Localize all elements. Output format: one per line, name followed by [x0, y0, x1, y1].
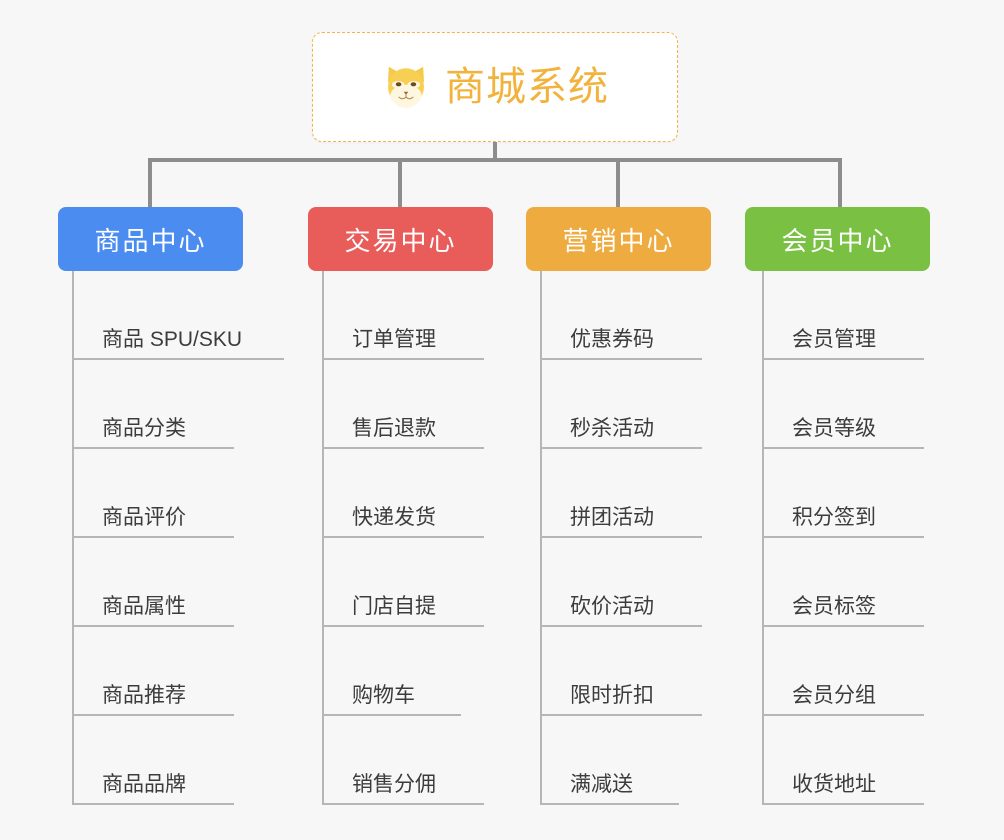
leaf-label: 优惠券码 [570, 327, 654, 351]
leaf-label: 会员等级 [792, 416, 876, 440]
leaf-label: 限时折扣 [570, 683, 654, 707]
leaf-label: 商品属性 [102, 594, 186, 618]
leaf-item[interactable]: 快递发货 [324, 449, 484, 538]
branch-spine-trade-center [322, 271, 324, 805]
leaf-item[interactable]: 会员等级 [764, 360, 924, 449]
root-title: 商城系统 [445, 65, 609, 109]
root-node[interactable]: 商城系统 [312, 32, 678, 142]
leaf-item[interactable]: 满减送 [542, 716, 679, 805]
category-label: 交易中心 [344, 225, 457, 256]
leaf-item[interactable]: 门店自提 [324, 538, 484, 627]
leaf-item[interactable]: 商品品牌 [74, 716, 234, 805]
branch-spine-product-center [72, 271, 74, 805]
shiba-dog-face-icon [388, 66, 424, 109]
connector-horizontal-bus [150, 158, 840, 162]
leaf-item[interactable]: 商品 SPU/SKU [74, 271, 284, 360]
leaf-label: 商品推荐 [102, 683, 186, 707]
leaf-label: 收货地址 [792, 772, 876, 796]
connector-root-stem [493, 142, 497, 162]
leaf-label: 门店自提 [352, 594, 436, 618]
connector-drop-marketing-center [616, 158, 620, 207]
category-label: 商品中心 [94, 225, 207, 256]
leaf-label: 拼团活动 [570, 505, 654, 529]
leaf-item[interactable]: 拼团活动 [542, 449, 702, 538]
leaf-label: 商品品牌 [102, 772, 186, 796]
leaf-label: 会员管理 [792, 327, 876, 351]
leaf-item[interactable]: 秒杀活动 [542, 360, 702, 449]
leaf-item[interactable]: 收货地址 [764, 716, 924, 805]
leaf-label: 购物车 [352, 683, 415, 707]
leaf-item[interactable]: 商品推荐 [74, 627, 234, 716]
leaf-item[interactable]: 商品属性 [74, 538, 234, 627]
branch-spine-marketing-center [540, 271, 542, 805]
leaf-item[interactable]: 会员标签 [764, 538, 924, 627]
leaf-item[interactable]: 优惠券码 [542, 271, 702, 360]
leaf-label: 满减送 [570, 772, 633, 796]
category-box-trade-center[interactable]: 交易中心 [308, 207, 493, 271]
leaf-label: 商品分类 [102, 416, 186, 440]
leaf-item[interactable]: 限时折扣 [542, 627, 702, 716]
leaf-label: 砍价活动 [570, 594, 654, 618]
connector-drop-member-center [838, 158, 842, 207]
leaf-item[interactable]: 会员管理 [764, 271, 924, 360]
category-box-product-center[interactable]: 商品中心 [58, 207, 243, 271]
category-label: 营销中心 [562, 225, 675, 256]
leaf-label: 订单管理 [352, 327, 436, 351]
leaf-label: 会员分组 [792, 683, 876, 707]
branch-spine-member-center [762, 271, 764, 805]
leaf-item[interactable]: 订单管理 [324, 271, 484, 360]
leaf-label: 销售分佣 [352, 772, 436, 796]
leaf-item[interactable]: 砍价活动 [542, 538, 702, 627]
leaf-item[interactable]: 售后退款 [324, 360, 484, 449]
category-label: 会员中心 [781, 225, 894, 256]
leaf-item[interactable]: 商品评价 [74, 449, 234, 538]
leaf-label: 积分签到 [792, 505, 876, 529]
leaf-label: 秒杀活动 [570, 416, 654, 440]
connector-drop-product-center [148, 158, 152, 207]
leaf-label: 快递发货 [352, 505, 436, 529]
leaf-item[interactable]: 购物车 [324, 627, 461, 716]
leaf-item[interactable]: 销售分佣 [324, 716, 484, 805]
leaf-label: 会员标签 [792, 594, 876, 618]
category-box-marketing-center[interactable]: 营销中心 [526, 207, 711, 271]
leaf-label: 商品 SPU/SKU [102, 327, 243, 351]
leaf-label: 商品评价 [102, 505, 186, 529]
category-box-member-center[interactable]: 会员中心 [745, 207, 930, 271]
leaf-item[interactable]: 商品分类 [74, 360, 234, 449]
leaf-item[interactable]: 会员分组 [764, 627, 924, 716]
leaf-item[interactable]: 积分签到 [764, 449, 924, 538]
connector-drop-trade-center [398, 158, 402, 207]
leaf-label: 售后退款 [352, 416, 436, 440]
